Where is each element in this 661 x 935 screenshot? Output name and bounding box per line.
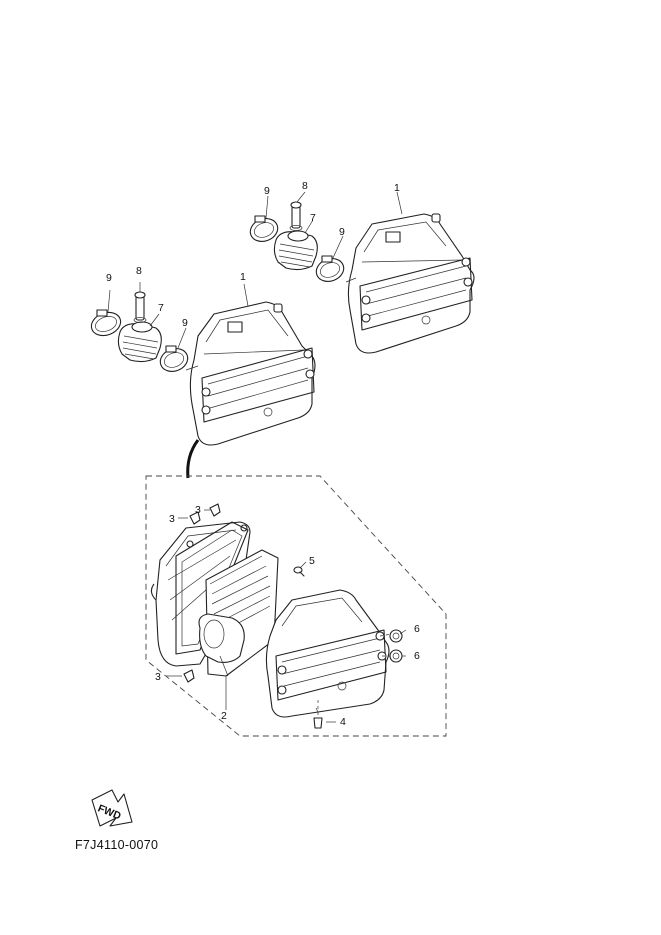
hose-clamp-9 (159, 345, 189, 372)
callout-9: 9 (106, 272, 112, 284)
callout-7: 7 (158, 302, 164, 314)
callout-6: 6 (414, 623, 420, 635)
callout-3: 3 (169, 513, 175, 525)
grommet-6 (389, 629, 403, 643)
hose-clamp-9 (90, 309, 122, 337)
callout-9: 9 (339, 226, 345, 238)
callout-9: 9 (182, 317, 188, 329)
hose-clamp-9 (315, 255, 345, 282)
callout-5: 5 (309, 555, 315, 567)
diagram-code: F7J4110-0070 (75, 838, 159, 852)
fitting-8 (133, 291, 147, 323)
callout-4: 4 (340, 716, 346, 728)
clip-3 (183, 669, 195, 683)
callout-3: 3 (195, 504, 201, 516)
fitting-8 (289, 201, 303, 231)
grommet-6 (389, 649, 403, 663)
callout-8: 8 (302, 180, 308, 192)
air-filter-element-2 (198, 549, 279, 677)
fwd-arrow: FWD (91, 789, 133, 827)
connector-line (186, 439, 200, 479)
exploded-boundary (145, 475, 447, 737)
air-box-assembly-upper: 9 8 7 9 1 (249, 180, 475, 354)
air-box-assembly-lower: 9 8 7 9 1 (90, 265, 316, 446)
air-box-cover (265, 589, 390, 718)
drain-plug-4 (313, 707, 323, 729)
air-cleaner-case-1 (185, 301, 316, 446)
air-cleaner-case-1 (345, 213, 475, 354)
screw-5 (293, 566, 305, 577)
callout-8: 8 (136, 265, 142, 277)
clip-3 (209, 503, 221, 517)
exploded-view: 3 3 3 2 5 6 6 4 (145, 475, 447, 737)
hose-clamp-9 (249, 215, 279, 242)
callout-6: 6 (414, 650, 420, 662)
callout-1: 1 (394, 182, 400, 194)
clip-3 (189, 511, 201, 525)
callout-1: 1 (240, 271, 246, 283)
callout-9: 9 (264, 185, 270, 197)
callout-3: 3 (155, 671, 161, 683)
intake-joint-7 (273, 230, 318, 271)
callout-7: 7 (310, 212, 316, 224)
intake-joint-7 (117, 321, 162, 363)
callout-2: 2 (221, 710, 227, 722)
